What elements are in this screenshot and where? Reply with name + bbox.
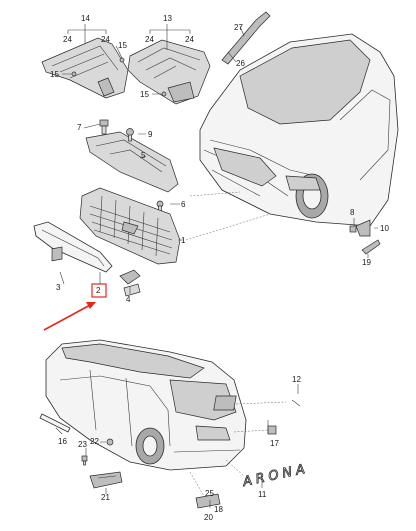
label-10: 10 (380, 224, 389, 233)
label-19: 19 (362, 258, 371, 267)
mirror-cap-10 (355, 219, 371, 237)
label-13: 13 (163, 14, 172, 23)
cowl-panel-left (41, 37, 129, 99)
label-8: 8 (350, 208, 355, 217)
label-12: 12 (292, 375, 301, 384)
label-22: 22 (90, 437, 99, 446)
rear-car-view (45, 339, 247, 471)
highlight-box-part-2 (91, 283, 107, 298)
label-3: 3 (56, 283, 61, 292)
label-14: 14 (81, 14, 90, 23)
label-11: 11 (258, 490, 267, 499)
label-16: 16 (58, 437, 67, 446)
emblem-11 (267, 425, 277, 435)
label-9: 9 (148, 130, 153, 139)
radiator-grille (79, 187, 181, 265)
badge-18-20 (195, 493, 221, 509)
label-21: 21 (101, 493, 110, 502)
screw-23 (81, 455, 88, 466)
label-1: 1 (181, 236, 186, 245)
clip-3 (51, 246, 63, 262)
bolt-9 (126, 128, 134, 142)
model-lettering-arona: ARONA (240, 461, 310, 491)
label-23: 23 (78, 440, 87, 449)
clip-22 (106, 438, 114, 446)
label-15-c: 15 (140, 90, 149, 99)
windscreen-trim-strip (221, 11, 271, 65)
label-7: 7 (77, 123, 82, 132)
label-6: 6 (181, 200, 186, 209)
front-car-view (199, 33, 399, 227)
label-15-a: 15 (50, 70, 59, 79)
label-4: 4 (126, 295, 131, 304)
callout-labels: 14 24 24 13 24 24 15 15 15 27 26 7 9 5 6… (50, 14, 389, 522)
grille-frame-trim (33, 221, 113, 273)
trim-19 (361, 239, 381, 255)
rear-emblem-12 (213, 395, 301, 411)
bolt-7 (99, 119, 109, 135)
label-5: 5 (141, 151, 146, 160)
grille-bracket-upper (85, 131, 179, 193)
screw-6 (156, 200, 164, 213)
model-name-lettering: ARONA (241, 461, 310, 490)
badge-21 (89, 471, 123, 489)
label-15-b: 15 (118, 41, 127, 50)
label-2: 2 (96, 286, 101, 295)
side-trim-16 (39, 413, 71, 433)
label-24-b: 24 (101, 35, 110, 44)
cowl-panel-right (127, 39, 211, 105)
label-27: 27 (234, 23, 243, 32)
label-24-a: 24 (63, 35, 72, 44)
label-20: 20 (204, 513, 213, 522)
label-17: 17 (270, 439, 279, 448)
label-18: 18 (214, 505, 223, 514)
clip-8 (349, 225, 357, 233)
label-24-d: 24 (185, 35, 194, 44)
emblem-4 (119, 269, 141, 297)
label-24-c: 24 (145, 35, 154, 44)
label-25: 25 (205, 489, 214, 498)
pointer-arrow (43, 302, 96, 331)
label-26: 26 (236, 59, 245, 68)
